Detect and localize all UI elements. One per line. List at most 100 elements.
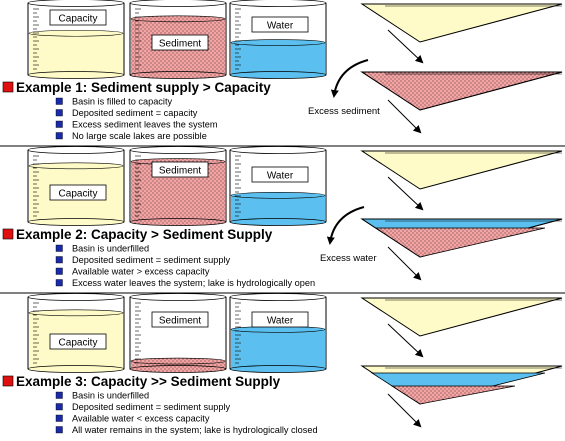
capacity-beaker: Capacity — [27, 146, 125, 226]
water-fill — [231, 195, 325, 222]
beaker-rim — [229, 0, 327, 7]
capacity-label: Capacity — [59, 338, 98, 349]
capacity-label: Capacity — [59, 14, 98, 25]
bullet-marker — [55, 132, 63, 140]
bullet-text: Basin is filled to capacity — [72, 97, 172, 107]
capacity-base — [27, 71, 125, 79]
water-label: Water — [267, 171, 294, 182]
water-label-box — [251, 166, 309, 183]
basin-wedge — [360, 297, 563, 337]
example-heading: Example 1: Sediment supply > Capacity — [16, 80, 271, 95]
sediment-fill — [374, 227, 546, 258]
subsidence-arrow — [387, 323, 424, 358]
capacity-label-box — [49, 9, 107, 26]
basin-section-filled — [360, 71, 563, 134]
water-base — [229, 218, 327, 226]
water-label: Water — [267, 21, 294, 32]
bullet-marker — [55, 267, 63, 275]
bullet-marker — [55, 109, 63, 117]
capacity-surface — [28, 162, 124, 170]
bullet-marker — [55, 97, 63, 105]
excess-outflow-arrow — [326, 206, 365, 245]
capacity-surface — [28, 309, 124, 317]
sediment-base — [129, 71, 227, 79]
water-label: Water — [267, 316, 294, 327]
sediment-label: Sediment — [159, 39, 201, 50]
subsidence-arrow — [387, 176, 424, 211]
example-heading: Example 2: Capacity > Sediment Supply — [16, 227, 273, 242]
bullet-text: Available water > excess capacity — [72, 267, 210, 277]
sediment-label-box — [151, 161, 209, 178]
water-beaker: Water — [229, 293, 327, 373]
beaker-rim — [229, 293, 327, 301]
beaker-rim — [129, 0, 227, 7]
bullet-text: Excess water leaves the system; lake is … — [72, 278, 315, 288]
capacity-base — [27, 218, 125, 226]
beaker-rim — [27, 0, 125, 7]
sediment-label: Sediment — [159, 166, 201, 177]
water-fill — [231, 42, 325, 75]
beaker-rim — [129, 293, 227, 301]
basin-wedge — [360, 3, 563, 43]
bullet-marker — [55, 426, 63, 434]
sediment-surface — [130, 15, 226, 23]
water-base — [229, 365, 327, 373]
water-beaker: Water — [229, 146, 327, 226]
beaker-rim — [27, 146, 125, 154]
sediment-base — [129, 218, 227, 226]
bullet-marker — [55, 414, 63, 422]
capacity-label-box — [49, 333, 107, 350]
heading-bullet — [2, 81, 14, 93]
bullet-marker — [55, 391, 63, 399]
sediment-surface — [130, 357, 226, 365]
capacity-label-box — [49, 184, 107, 201]
subsidence-arrow — [387, 99, 422, 134]
bullet-text: Basin is underfilled — [72, 244, 149, 254]
water-label-box — [251, 16, 309, 33]
bullet-text: All water remains in the system; lake is… — [72, 425, 318, 435]
heading-bullet — [2, 228, 14, 240]
capacity-beaker: Capacity — [27, 0, 125, 79]
bullet-marker — [55, 244, 63, 252]
heading-bullet — [2, 375, 14, 387]
basin-section-empty — [360, 150, 563, 211]
sediment-base — [129, 365, 227, 373]
subsidence-arrow — [387, 29, 424, 64]
bullet-text: Deposited sediment = capacity — [72, 108, 198, 118]
bullet-text: Excess sediment leaves the system — [72, 120, 218, 130]
beaker-rim — [229, 146, 327, 154]
subsidence-arrow — [387, 393, 422, 428]
excess-outflow-arrow — [330, 59, 369, 98]
basin-section-empty — [360, 297, 563, 358]
bullet-text: Deposited sediment = sediment supply — [72, 255, 230, 265]
capacity-label: Capacity — [59, 189, 98, 200]
bullet-text: Basin is underfilled — [72, 391, 149, 401]
sediment-beaker: Sediment — [129, 0, 227, 79]
bullet-text: No large scale lakes are possible — [72, 131, 207, 141]
water-surface — [230, 39, 326, 46]
bullet-text: Available water < excess capacity — [72, 414, 210, 424]
basin-wedge — [360, 150, 563, 190]
basin-section-filled — [360, 365, 563, 428]
sediment-beaker: Sediment — [129, 146, 227, 226]
water-beaker: Water — [229, 0, 327, 79]
beaker-rim — [27, 293, 125, 301]
sediment-fill — [360, 71, 563, 111]
sediment-label-box — [151, 34, 209, 51]
bullet-marker — [55, 256, 63, 264]
sediment-label: Sediment — [159, 316, 201, 327]
sediment-label-box — [151, 311, 209, 328]
water-label-box — [251, 311, 309, 328]
excess-label: Excess sediment — [308, 106, 380, 117]
bullet-marker — [55, 279, 63, 287]
water-surface — [230, 192, 326, 199]
basin-section-filled — [360, 218, 563, 281]
capacity-fill — [29, 33, 123, 75]
beaker-rim — [129, 146, 227, 154]
bullet-marker — [55, 403, 63, 411]
basin-section-empty — [360, 3, 563, 64]
